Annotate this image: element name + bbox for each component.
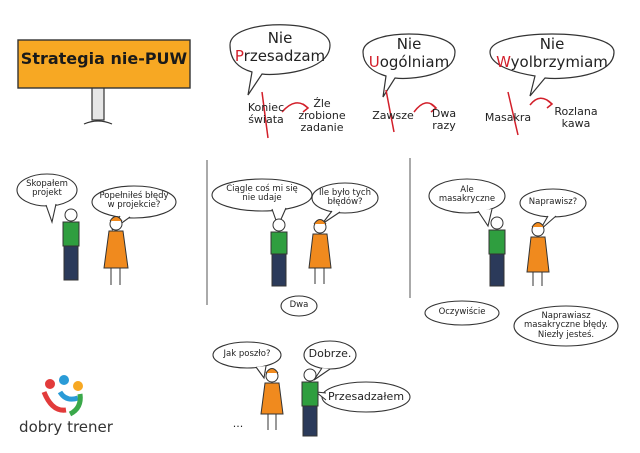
- rule2-crossed: Zawsze: [372, 109, 414, 122]
- rule3-crossed: Masakra: [484, 111, 532, 124]
- logo-mark: [41, 375, 83, 417]
- speech-bubbles: [16, 173, 619, 413]
- rule1-line2: Przesadzam: [234, 47, 326, 65]
- p4-dots: ...: [232, 417, 244, 430]
- p4-answer1-bubble: Dobrze.: [308, 347, 352, 360]
- p4-question-bubble: Jak poszło?: [223, 349, 271, 359]
- p3-right-bubble: Naprawisz?: [528, 197, 578, 207]
- rule-bubbles: [229, 24, 615, 98]
- rule1-line1: Nie: [267, 29, 293, 47]
- p4-answer2-bubble: Przesadzałem: [327, 390, 405, 403]
- characters: [62, 208, 550, 437]
- sign-board: [17, 39, 191, 89]
- rule3-line1: Nie: [539, 35, 565, 53]
- rule3-line2: Wyolbrzymiam: [496, 53, 608, 71]
- signpost: [17, 39, 191, 125]
- rule2-line2: Uogólniam: [368, 53, 450, 71]
- p3-bottom-left-bubble: Oczywiście: [438, 307, 486, 317]
- panel-dividers: [206, 158, 411, 305]
- rule2-line1: Nie: [396, 35, 422, 53]
- logo-text: dobry trener: [19, 418, 113, 436]
- sign-title: Strategia nie-PUW: [20, 49, 188, 68]
- p2-bottom-bubble: Dwa: [289, 300, 309, 310]
- red-strokes: [261, 89, 554, 139]
